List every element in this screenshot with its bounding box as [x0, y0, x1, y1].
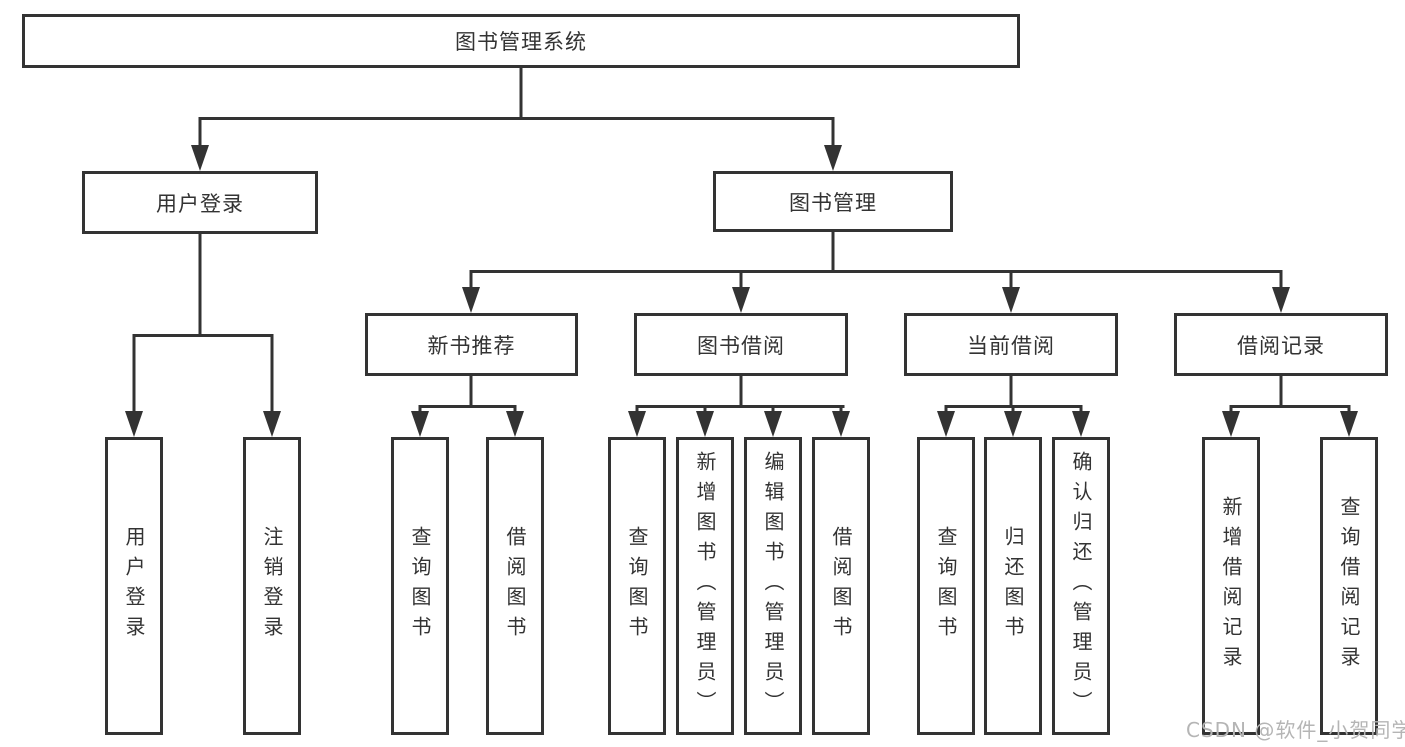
leaf-logout: 注销登录 [243, 437, 301, 735]
leaf-return-book: 归还图书 [984, 437, 1042, 735]
leaf-logout-label: 注销登录 [260, 526, 284, 646]
leaf-borrow-book-recommend: 借阅图书 [486, 437, 544, 735]
node-new-book-recommend-label: 新书推荐 [427, 333, 516, 358]
node-user-login-label: 用户登录 [156, 191, 244, 216]
leaf-add-borrow-record-label: 新增借阅记录 [1219, 496, 1243, 676]
leaf-query-book-recommend-label: 查询图书 [408, 526, 432, 646]
leaf-confirm-return-admin-label: 确认归还（管理员） [1069, 451, 1093, 721]
node-book-management: 图书管理 [713, 171, 953, 232]
leaf-query-borrow-record: 查询借阅记录 [1320, 437, 1378, 735]
node-root-library-system: 图书管理系统 [22, 14, 1020, 68]
node-current-borrow-label: 当前借阅 [967, 333, 1055, 358]
leaf-edit-book-admin-label: 编辑图书（管理员） [761, 451, 785, 721]
csdn-watermark: CSDN @软件_小贺同学 [1186, 718, 1405, 742]
leaf-user-login: 用户登录 [105, 437, 163, 735]
node-root-label: 图书管理系统 [455, 30, 587, 54]
leaf-add-book-admin-label: 新增图书（管理员） [693, 451, 717, 721]
node-borrow-record-label: 借阅记录 [1237, 333, 1325, 358]
node-current-borrow: 当前借阅 [904, 313, 1118, 376]
leaf-query-borrow-record-label: 查询借阅记录 [1337, 496, 1361, 676]
leaf-confirm-return-admin: 确认归还（管理员） [1052, 437, 1110, 735]
leaf-borrow-book-recommend-label: 借阅图书 [503, 526, 527, 646]
leaf-query-book-current-label: 查询图书 [934, 526, 958, 646]
node-book-borrow-label: 图书借阅 [697, 333, 785, 358]
leaf-query-book-recommend: 查询图书 [391, 437, 449, 735]
leaf-borrow-book-label: 借阅图书 [829, 526, 853, 646]
leaf-add-book-admin: 新增图书（管理员） [676, 437, 734, 735]
leaf-return-book-label: 归还图书 [1001, 526, 1025, 646]
node-borrow-record: 借阅记录 [1174, 313, 1388, 376]
leaf-query-book-borrow-label: 查询图书 [625, 526, 649, 646]
leaf-query-book-borrow: 查询图书 [608, 437, 666, 735]
leaf-query-book-current: 查询图书 [917, 437, 975, 735]
leaf-edit-book-admin: 编辑图书（管理员） [744, 437, 802, 735]
node-new-book-recommend: 新书推荐 [365, 313, 578, 376]
leaf-add-borrow-record: 新增借阅记录 [1202, 437, 1260, 735]
node-user-login: 用户登录 [82, 171, 318, 234]
leaf-borrow-book: 借阅图书 [812, 437, 870, 735]
node-book-borrow: 图书借阅 [634, 313, 848, 376]
node-book-management-label: 图书管理 [789, 190, 877, 215]
leaf-user-login-label: 用户登录 [122, 526, 146, 646]
